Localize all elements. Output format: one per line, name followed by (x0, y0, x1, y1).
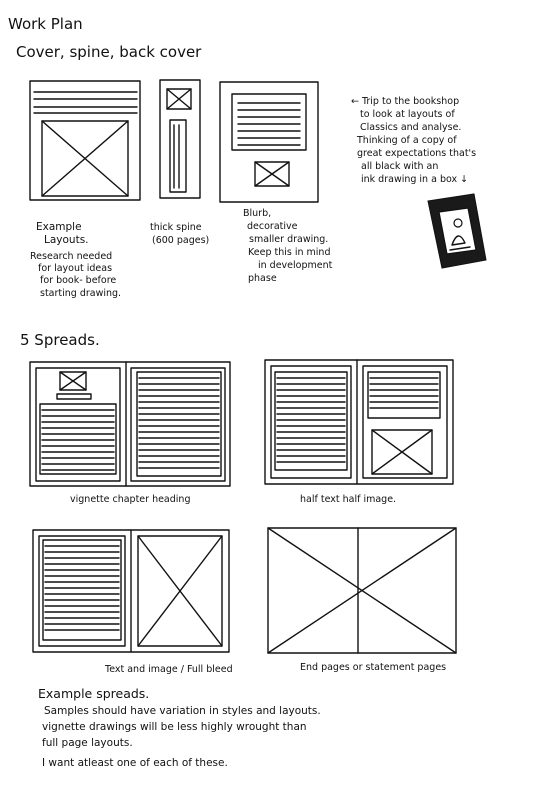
page-title: Work Plan (8, 15, 83, 33)
example-spreads-notes: Samples should have variation in styles … (42, 705, 324, 749)
blurb-caption: Blurb, decorative smaller drawing. Keep … (243, 208, 335, 284)
example-layouts-caption: Example Layouts. (36, 221, 89, 246)
cover-section-heading: Cover, spine, back cover (16, 43, 202, 61)
black-book-doodle (428, 194, 486, 268)
end-pages-caption: End pages or statement pages (300, 662, 446, 673)
end-pages-spread-sketch (268, 528, 456, 653)
text-and-image-caption: Text and image / Full bleed (104, 664, 233, 675)
text-and-image-spread-sketch (33, 530, 229, 652)
half-text-half-image-sketch (265, 360, 453, 484)
vignette-spread-sketch (30, 362, 230, 486)
bookshop-note: ← Trip to the bookshop to look at layout… (351, 96, 479, 185)
example-spreads-goal: I want atleast one of each of these. (42, 757, 228, 769)
research-note: Research needed for layout ideas for boo… (30, 251, 121, 299)
cover-layout-sketch (30, 81, 140, 200)
example-spreads-heading: Example spreads. (38, 686, 149, 701)
back-cover-layout-sketch (220, 82, 318, 202)
vignette-caption: vignette chapter heading (70, 494, 190, 505)
spine-layout-sketch (160, 80, 200, 198)
spine-caption: thick spine (600 pages) (150, 222, 209, 246)
spreads-section-heading: 5 Spreads. (20, 331, 100, 349)
half-text-half-image-caption: half text half image. (300, 494, 396, 505)
